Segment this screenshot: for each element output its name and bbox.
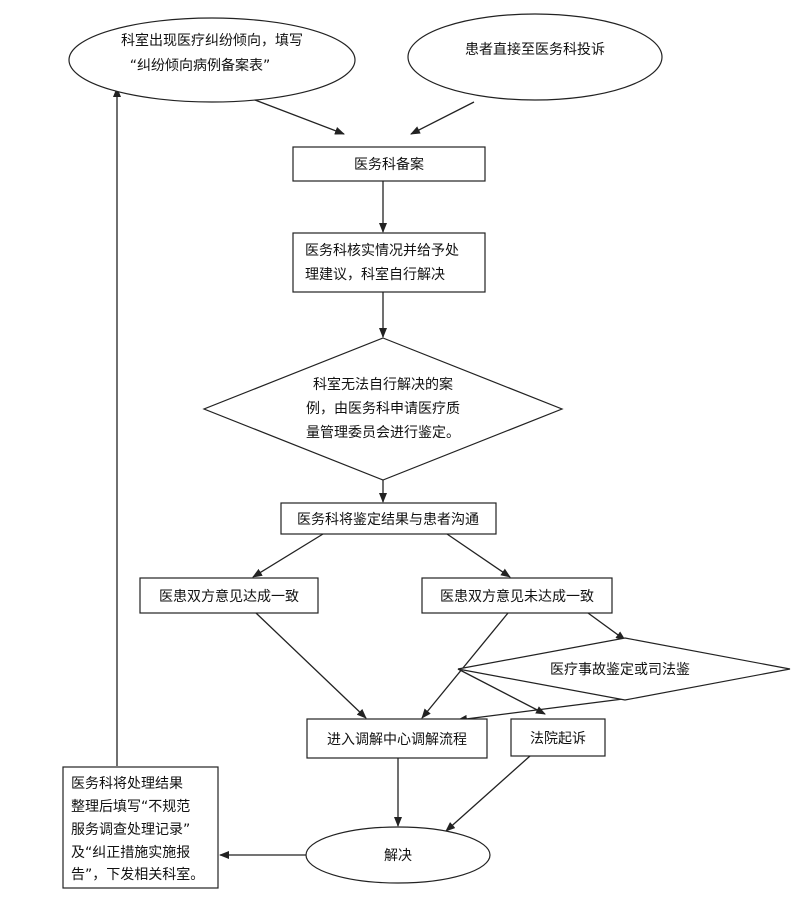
start-patient-line1: 患者直接至医务科投诉 (465, 41, 605, 58)
edge-disagree-to-mediation (421, 612, 509, 719)
node-record: 医务科将处理结果 整理后填写“不规范 服务调查处理记录” 及“纠正措施实施报 告… (62, 766, 219, 889)
edge-judicial-to-mediation (457, 698, 624, 723)
start-patient-ellipse (407, 13, 663, 101)
node-resolved: 解决 (305, 826, 491, 884)
node-mediation: 进入调解中心调解流程 (306, 718, 488, 759)
edge-communicate-to-disagree (446, 533, 511, 578)
node-verify: 医务科核实情况并给予处 理建议，科室自行解决 (292, 232, 486, 293)
edge-agree-to-mediation (255, 612, 367, 719)
edges (113, 87, 626, 859)
appraisal-line3: 量管理委员会进行鉴定。 (306, 425, 460, 441)
resolved-label: 解决 (384, 848, 412, 864)
court-box (510, 718, 606, 757)
record-line2: 整理后填写“不规范 (71, 798, 190, 815)
mediation-box (306, 718, 488, 759)
node-judicial: 医疗事故鉴定或司法鉴 (457, 637, 791, 701)
start-dept-ellipse (68, 17, 356, 103)
node-court: 法院起诉 (510, 718, 606, 757)
edge-communicate-to-agree (252, 533, 324, 578)
node-start-patient: 患者直接至医务科投诉 (407, 13, 663, 101)
agree-box (139, 577, 319, 614)
start-dept-line2: “纠纷倾向病例备案表” (130, 57, 271, 74)
verify-line1: 医务科核实情况并给予处 (305, 243, 459, 259)
court-label: 法院起诉 (530, 731, 586, 747)
verify-line2: 理建议，科室自行解决 (305, 266, 445, 283)
node-filing: 医务科备案 (292, 146, 486, 182)
mediation-label: 进入调解中心调解流程 (327, 732, 467, 748)
appraisal-line1: 科室无法自行解决的案 (313, 376, 453, 393)
edge-patient-to-filing (410, 101, 475, 135)
judicial-diamond (457, 637, 791, 701)
start-dept-line1: 科室出现医疗纠纷倾向，填写 (121, 32, 303, 49)
record-line1: 医务科将处理结果 (71, 776, 183, 792)
record-line3: 服务调查处理记录” (71, 822, 190, 838)
record-line5: 告”，下发相关科室。 (71, 866, 204, 883)
appraisal-diamond (202, 337, 564, 481)
communicate-box (280, 502, 497, 535)
edge-court-to-resolved (445, 755, 531, 832)
agree-label: 医患双方意见达成一致 (159, 588, 299, 605)
judicial-label: 医疗事故鉴定或司法鉴 (550, 662, 690, 678)
edge-start-dept-to-filing (254, 99, 345, 135)
resolved-ellipse (305, 826, 491, 884)
node-start-dept: 科室出现医疗纠纷倾向，填写 “纠纷倾向病例备案表” (68, 17, 356, 103)
disagree-label: 医患双方意见未达成一致 (440, 588, 594, 605)
edge-disagree-to-judicial (587, 612, 626, 641)
appraisal-line2: 例，由医务科申请医疗质 (306, 401, 460, 417)
filing-label: 医务科备案 (354, 156, 424, 173)
record-box (62, 766, 219, 889)
node-appraisal: 科室无法自行解决的案 例，由医务科申请医疗质 量管理委员会进行鉴定。 (202, 337, 564, 481)
node-agree: 医患双方意见达成一致 (139, 577, 319, 614)
verify-box (292, 232, 486, 293)
node-communicate: 医务科将鉴定结果与患者沟通 (280, 502, 497, 535)
edge-judicial-to-court (457, 668, 546, 715)
record-line4: 及“纠正措施实施报 (71, 845, 190, 861)
communicate-label: 医务科将鉴定结果与患者沟通 (297, 512, 479, 528)
node-disagree: 医患双方意见未达成一致 (421, 577, 613, 614)
disagree-box (421, 577, 613, 614)
filing-box (292, 146, 486, 182)
